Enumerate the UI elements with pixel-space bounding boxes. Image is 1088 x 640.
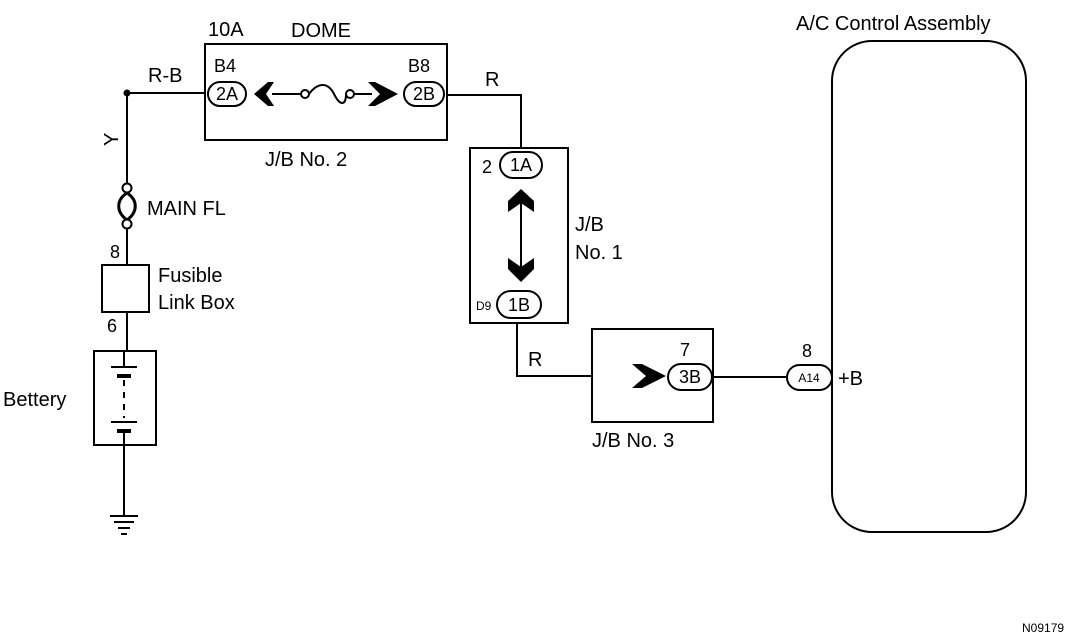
flb-label-line2: Link Box [158, 292, 235, 314]
ac-control-assembly [831, 40, 1027, 533]
connector-arrow-3b [632, 364, 666, 388]
jb3-pin-7: 7 [680, 340, 690, 360]
pin-b8: B8 [408, 56, 430, 76]
wire-label-y: Y [101, 133, 123, 146]
jb3-label: J/B No. 3 [592, 430, 674, 452]
fuse-name: DOME [291, 20, 351, 42]
battery-label: Bettery [3, 389, 66, 411]
jb2-label: J/B No. 2 [265, 149, 347, 171]
flb-label-line1: Fusible [158, 265, 222, 287]
connector-arrow-up [508, 189, 534, 212]
mainfl-terminal-bottom [121, 218, 133, 230]
figure-id: N09179 [1022, 621, 1064, 635]
wire-junction-dot [123, 89, 131, 97]
flb-pin-bottom: 6 [107, 316, 117, 336]
fuse-element [308, 84, 347, 104]
jb1-pin-d9: D9 [476, 299, 492, 313]
jb1-pin-2: 2 [482, 157, 492, 177]
jb1-label-line2: No. 1 [575, 242, 623, 264]
wire-label-r2: R [528, 349, 542, 371]
ac-terminal-label: +B [838, 368, 863, 390]
connector-1a [499, 151, 543, 179]
wire-label-r1: R [485, 69, 499, 91]
wire-label-rb: R-B [148, 65, 182, 87]
jb1-label-line1: J/B [575, 214, 604, 236]
connector-arrow-right [368, 82, 398, 106]
connector-2b [403, 81, 445, 107]
mainfl-label: MAIN FL [147, 198, 226, 220]
wire-r-2b-to-1a [446, 94, 522, 150]
connector-1b [496, 290, 542, 319]
connector-1a-label: 1A [510, 155, 532, 175]
connector-2a [207, 81, 247, 107]
connector-1b-label: 1B [508, 295, 530, 315]
mainfl-element [117, 191, 137, 222]
pin-b4: B4 [214, 56, 236, 76]
ac-pin-8: 8 [802, 341, 812, 361]
connector-arrow-down [508, 258, 534, 282]
connector-arrow-left [254, 82, 274, 106]
connector-2b-label: 2B [413, 84, 435, 104]
fuse-terminal-right [345, 89, 355, 99]
connector-a14 [786, 364, 833, 391]
connector-2a-label: 2A [216, 84, 238, 104]
fuse-terminal-left [300, 89, 310, 99]
flb-box [101, 264, 150, 313]
connector-a14-label: A14 [798, 371, 820, 385]
connector-3b [667, 363, 713, 391]
mainfl-terminal-top [121, 182, 133, 194]
connector-3b-label: 3B [679, 367, 701, 387]
ac-title: A/C Control Assembly [796, 13, 991, 35]
fuse-rating: 10A [208, 19, 244, 41]
flb-pin-top: 8 [110, 242, 120, 262]
